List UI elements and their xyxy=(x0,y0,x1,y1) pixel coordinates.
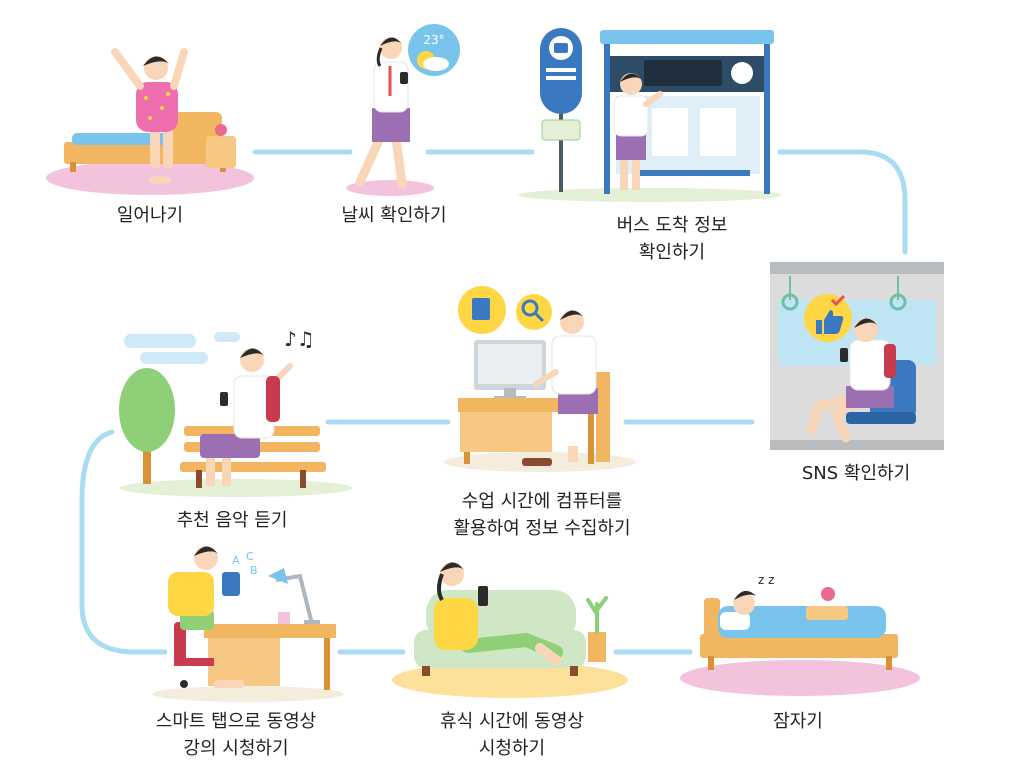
girl-with-tablet xyxy=(168,546,244,688)
caption-line: 활용하여 정보 수집하기 xyxy=(453,518,631,539)
caption-line: 수업 시간에 컴퓨터를 xyxy=(461,491,623,512)
caption-line: 스마트 탭으로 동영상 xyxy=(155,711,317,732)
check-weather-scene: 23° xyxy=(346,24,460,196)
weather-temperature: 23° xyxy=(423,33,444,47)
caption-line: 강의 시청하기 xyxy=(183,738,289,759)
music-note-icon: ♪♫ xyxy=(284,327,315,351)
caption-line: 휴식 시간에 동영상 xyxy=(440,711,584,732)
plant-icon xyxy=(586,596,608,662)
sleep-scene: z z xyxy=(680,573,920,696)
caption-line: 일어나기 xyxy=(116,205,184,226)
caption-line: 확인하기 xyxy=(638,242,706,263)
document-icon xyxy=(472,298,490,320)
tablet-icon xyxy=(222,572,240,596)
caption-computer-research: 수업 시간에 컴퓨터를 활용하여 정보 수집하기 xyxy=(453,488,630,542)
caption-line: 시청하기 xyxy=(478,738,546,759)
girl-waking xyxy=(111,48,188,184)
floating-letter: C xyxy=(246,550,254,563)
bus-stop-scene xyxy=(518,28,782,202)
bus-stop-sign-icon xyxy=(540,28,582,192)
alarm-clock-icon xyxy=(821,587,835,601)
caption-line: SNS 확인하기 xyxy=(801,463,911,484)
letters: A C B xyxy=(232,550,258,577)
caption-wake-up: 일어나기 xyxy=(117,202,183,229)
caption-check-sns: SNS 확인하기 xyxy=(802,460,910,487)
caption-check-weather: 날씨 확인하기 xyxy=(341,202,446,229)
watch-video-scene xyxy=(392,562,628,698)
girl-on-bench xyxy=(200,348,293,486)
bed-icon xyxy=(64,112,234,172)
girl-on-sofa xyxy=(434,562,563,665)
caption-line: 잠자기 xyxy=(773,711,823,732)
caption-sleep: 잠자기 xyxy=(773,708,823,735)
thumbs-up-icon xyxy=(816,310,844,334)
sns-bubble xyxy=(804,294,852,342)
computer-research-scene xyxy=(444,286,636,472)
floating-letter: A xyxy=(232,554,240,567)
weather-bubble: 23° xyxy=(408,24,460,76)
svg-text:♪♫: ♪♫ xyxy=(284,327,315,351)
tree-icon xyxy=(119,368,175,484)
girl-phone-walking xyxy=(355,37,410,189)
girl-at-computer xyxy=(522,310,598,466)
caption-line: 버스 도착 정보 xyxy=(616,215,728,236)
listen-music-scene: ♪♫ xyxy=(119,327,352,497)
alarm-clock-icon xyxy=(215,124,227,136)
monitor-icon xyxy=(474,340,546,400)
girl-on-train xyxy=(807,318,896,443)
wake-up-scene xyxy=(46,48,254,195)
caption-line: 추천 음악 듣기 xyxy=(176,510,288,531)
desk-lamp-icon xyxy=(268,568,320,625)
caption-watch-video: 휴식 시간에 동영상 시청하기 xyxy=(440,708,584,762)
bed-icon xyxy=(700,598,898,670)
clouds xyxy=(124,332,240,364)
routine-path xyxy=(79,149,908,655)
floating-letter: B xyxy=(250,564,258,577)
check-sns-scene xyxy=(770,262,944,450)
caption-tablet-lecture: 스마트 탭으로 동영상 강의 시청하기 xyxy=(156,708,316,762)
tablet-lecture-scene: A C B xyxy=(152,546,344,702)
caption-listen-music: 추천 음악 듣기 xyxy=(177,507,288,534)
caption-bus-info: 버스 도착 정보 확인하기 xyxy=(617,212,728,266)
caption-line: 날씨 확인하기 xyxy=(341,205,447,226)
sleep-zzz: z z xyxy=(758,573,774,587)
girl-at-bus-stop xyxy=(613,73,663,190)
girl-sleeping xyxy=(733,590,756,615)
magnifier-icon xyxy=(521,299,544,322)
